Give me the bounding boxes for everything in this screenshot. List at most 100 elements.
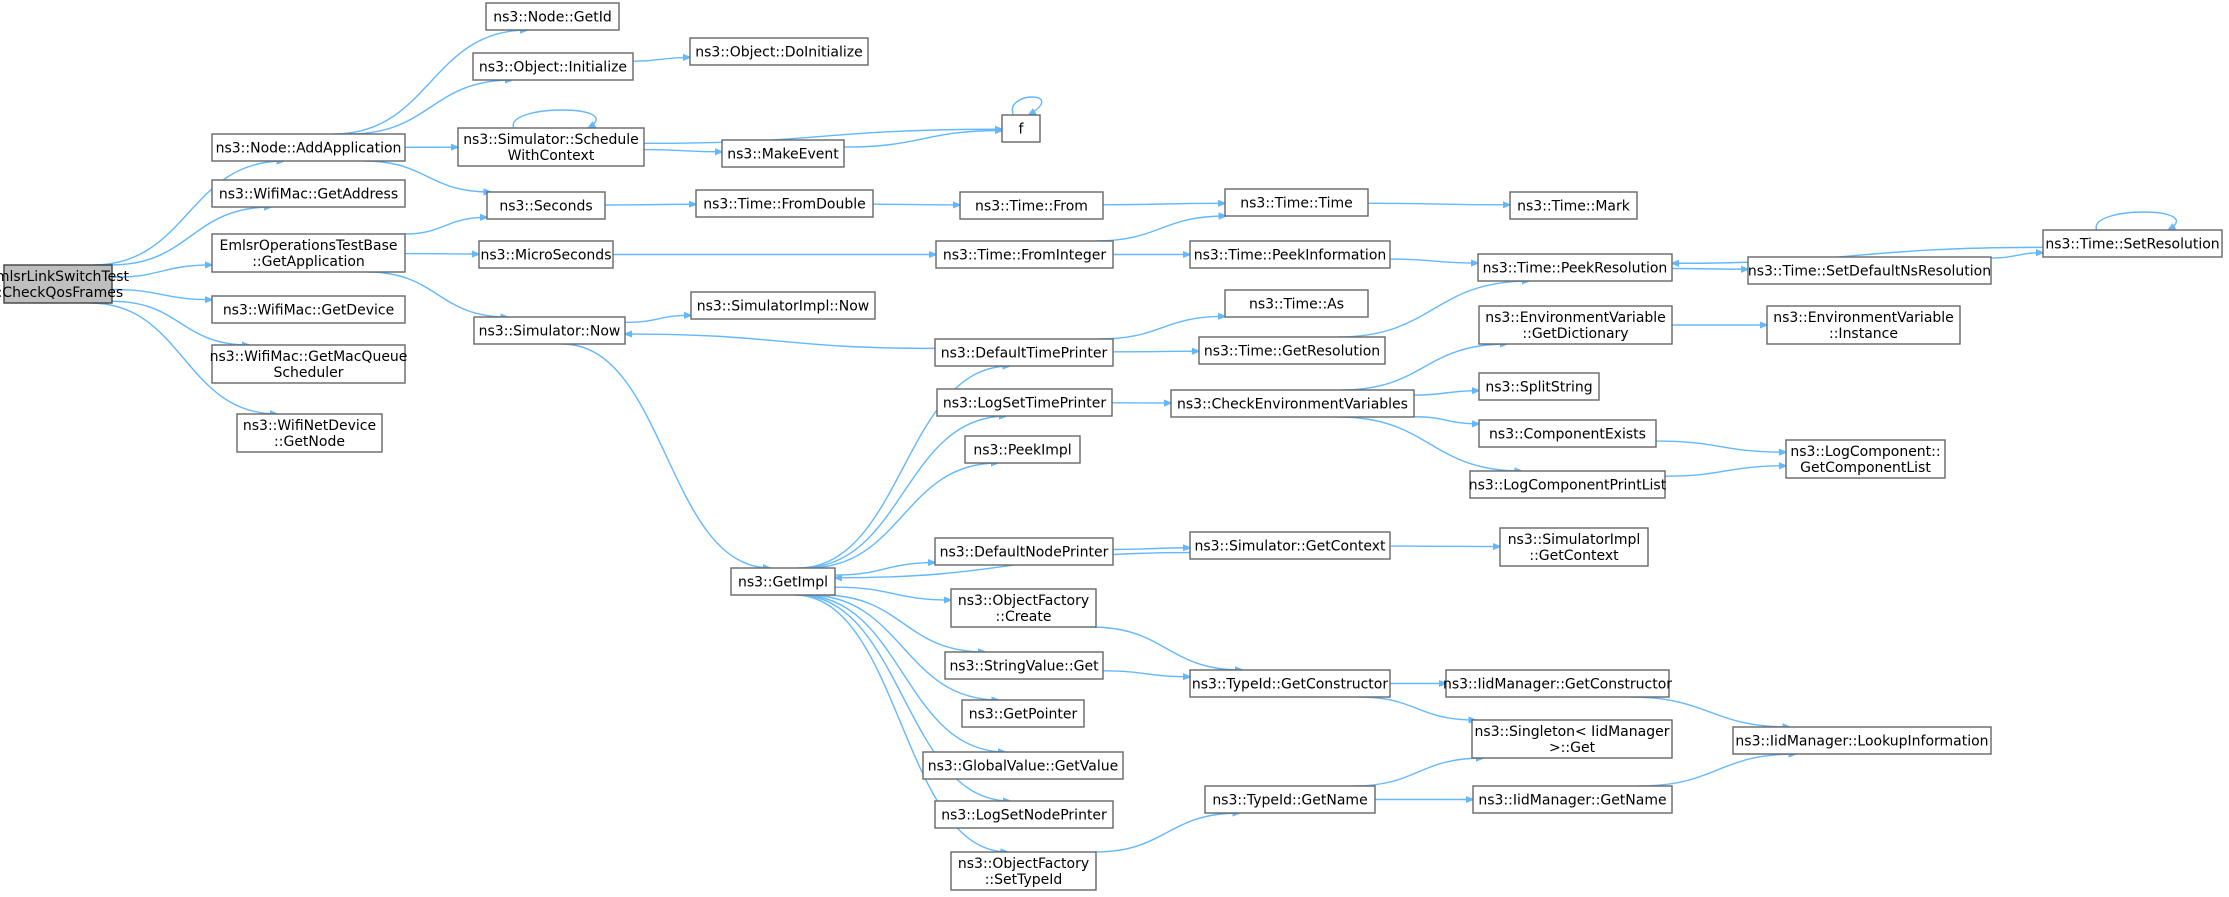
- node-singletonget[interactable]: ns3::Singleton< IidManager >::Get: [1471, 719, 1673, 759]
- node-checkenv[interactable]: ns3::CheckEnvironmentVariables: [1170, 389, 1415, 418]
- node-box: [1478, 372, 1600, 401]
- node-label: ns3::DefaultNodePrinter: [940, 545, 1109, 561]
- node-label: ns3::Time::SetResolution: [2045, 237, 2219, 253]
- edge-getres-to-peekres: [1338, 281, 1529, 338]
- node-box: [211, 179, 406, 208]
- node-timeas[interactable]: ns3::Time::As: [1224, 289, 1369, 318]
- edge-getimpl-to-objfactcreate: [834, 586, 951, 600]
- node-logsettimeprinter[interactable]: ns3::LogSetTimePrinter: [936, 388, 1113, 417]
- node-lookupinfo[interactable]: ns3::IidManager::LookupInformation: [1732, 726, 1992, 755]
- node-frominteger[interactable]: ns3::Time::FromInteger: [935, 240, 1114, 269]
- node-getaddress[interactable]: ns3::WifiMac::GetAddress: [211, 179, 406, 208]
- node-objfactcreate[interactable]: ns3::ObjectFactory::Create: [950, 588, 1097, 628]
- node-box: [959, 191, 1104, 220]
- node-box: [211, 344, 406, 384]
- edge-defaulttimeprinter-to-getres: [1112, 351, 1199, 352]
- node-simimplnow[interactable]: ns3::SimulatorImpl::Now: [690, 291, 876, 320]
- node-label: ns3::Object::Initialize: [479, 60, 627, 76]
- node-getimpl[interactable]: ns3::GetImpl: [730, 567, 836, 596]
- node-objfactsettypeid[interactable]: ns3::ObjectFactory::SetTypeId: [950, 851, 1097, 891]
- node-envgetdict[interactable]: ns3::EnvironmentVariable::GetDictionary: [1478, 305, 1673, 345]
- node-label: ns3::PeekImpl: [973, 443, 1071, 459]
- edge-addapp-to-objinit: [349, 80, 512, 135]
- edge-getapplication-to-seconds: [403, 217, 488, 235]
- node-label: ns3::Singleton< IidManager: [1475, 724, 1670, 740]
- node-peekres[interactable]: ns3::Time::PeekResolution: [1477, 253, 1673, 282]
- node-box: [690, 291, 876, 320]
- node-label: ::SetTypeId: [985, 872, 1063, 888]
- node-setdefaultns[interactable]: ns3::Time::SetDefaultNsResolution: [1747, 256, 1992, 285]
- node-peekimpl[interactable]: ns3::PeekImpl: [964, 435, 1081, 464]
- node-simgetcontext[interactable]: ns3::Simulator::GetContext: [1189, 531, 1391, 560]
- edge-getapplication-to-simnow: [367, 271, 508, 317]
- edge-schedule-to-schedule: [512, 109, 597, 128]
- node-typeidgetctor[interactable]: ns3::TypeId::GetConstructor: [1189, 669, 1391, 698]
- node-timemark[interactable]: ns3::Time::Mark: [1509, 191, 1638, 220]
- edge-schedule-to-makeevent: [643, 150, 722, 152]
- node-defaultnodeprinter[interactable]: ns3::DefaultNodePrinter: [934, 537, 1114, 566]
- node-getnode[interactable]: ns3::WifiNetDevice::GetNode: [236, 413, 383, 453]
- node-label: Scheduler: [273, 365, 343, 381]
- edge-objfactcreate-to-typeidgetctor: [1090, 626, 1243, 670]
- node-simimplgetcontext[interactable]: ns3::SimulatorImpl::GetContext: [1499, 527, 1649, 567]
- node-simnow[interactable]: ns3::Simulator::Now: [473, 316, 626, 345]
- node-fromdouble[interactable]: ns3::Time::FromDouble: [695, 189, 874, 218]
- node-box: [1471, 719, 1673, 759]
- node-getapplication[interactable]: EmlsrOperationsTestBase::GetApplication: [211, 233, 406, 273]
- node-label: EmlsrLinkSwitchTest: [0, 269, 129, 285]
- node-label: ns3::WifiMac::GetDevice: [223, 303, 394, 319]
- node-peekinfo[interactable]: ns3::Time::PeekInformation: [1189, 240, 1391, 269]
- node-box: [2042, 229, 2223, 258]
- node-label: GetComponentList: [1800, 460, 1931, 476]
- node-compexists[interactable]: ns3::ComponentExists: [1478, 419, 1657, 448]
- edge-makeevent-to-f: [843, 130, 1002, 148]
- node-objinit[interactable]: ns3::Object::Initialize: [472, 52, 634, 81]
- edge-setres-to-peekres: [1672, 246, 2044, 263]
- node-getdevice[interactable]: ns3::WifiMac::GetDevice: [211, 295, 406, 324]
- node-defaulttimeprinter[interactable]: ns3::DefaultTimePrinter: [934, 338, 1114, 367]
- node-nodegetid[interactable]: ns3::Node::GetId: [485, 2, 620, 31]
- node-label: f: [1019, 122, 1025, 138]
- node-makeevent[interactable]: ns3::MakeEvent: [721, 139, 845, 168]
- node-f[interactable]: f: [1001, 114, 1041, 143]
- node-addapp[interactable]: ns3::Node::AddApplication: [211, 133, 406, 162]
- node-logcompprintlist[interactable]: ns3::LogComponentPrintList: [1469, 470, 1667, 499]
- node-box: [944, 651, 1104, 680]
- node-label: ns3::Time::From: [975, 199, 1088, 215]
- node-label: ns3::Time::Time: [1240, 196, 1352, 212]
- node-typeidgetname[interactable]: ns3::TypeId::GetName: [1204, 785, 1376, 814]
- node-box: [1766, 305, 1961, 345]
- node-envinstance[interactable]: ns3::EnvironmentVariable::Instance: [1766, 305, 1961, 345]
- node-label: ns3::TypeId::GetConstructor: [1192, 677, 1388, 693]
- node-label: ns3::Node::GetId: [493, 10, 611, 26]
- node-setres[interactable]: ns3::Time::SetResolution: [2042, 229, 2223, 258]
- node-box: [1747, 256, 1992, 285]
- node-getpointer[interactable]: ns3::GetPointer: [961, 699, 1085, 728]
- node-box: [934, 338, 1114, 367]
- edge-objfactsettypeid-to-typeidgetname: [1094, 813, 1239, 853]
- node-iidgetname[interactable]: ns3::IidManager::GetName: [1472, 785, 1673, 814]
- edge-checkenv-to-envgetdict: [1341, 344, 1507, 391]
- node-splitstring[interactable]: ns3::SplitString: [1478, 372, 1600, 401]
- node-seconds[interactable]: ns3::Seconds: [486, 191, 606, 220]
- node-label: ns3::IidManager::LookupInformation: [1735, 734, 1988, 750]
- node-timefrom[interactable]: ns3::Time::From: [959, 191, 1104, 220]
- edge-addapp-to-nodegetid: [333, 30, 528, 135]
- node-root[interactable]: EmlsrLinkSwitchTest::CheckQosFrames: [0, 264, 129, 304]
- edge-root-to-getmacqueue: [111, 300, 249, 345]
- edge-getimpl-to-getpointer: [807, 594, 999, 700]
- node-stringvalueget[interactable]: ns3::StringValue::Get: [944, 651, 1104, 680]
- node-iidgetctor[interactable]: ns3::IidManager::GetConstructor: [1443, 669, 1672, 698]
- node-microseconds[interactable]: ns3::MicroSeconds: [478, 240, 614, 269]
- node-objdoinit[interactable]: ns3::Object::DoInitialize: [689, 37, 869, 66]
- node-logcomplist[interactable]: ns3::LogComponent::GetComponentList: [1785, 439, 1946, 479]
- node-timetime[interactable]: ns3::Time::Time: [1224, 188, 1369, 217]
- node-globalvalue[interactable]: ns3::GlobalValue::GetValue: [922, 751, 1124, 780]
- edge-stringvalueget-to-typeidgetctor: [1102, 670, 1190, 677]
- node-getres[interactable]: ns3::Time::GetResolution: [1198, 336, 1386, 365]
- node-logsetnodeprinter[interactable]: ns3::LogSetNodePrinter: [934, 800, 1114, 829]
- node-label: ns3::EnvironmentVariable: [1773, 310, 1954, 326]
